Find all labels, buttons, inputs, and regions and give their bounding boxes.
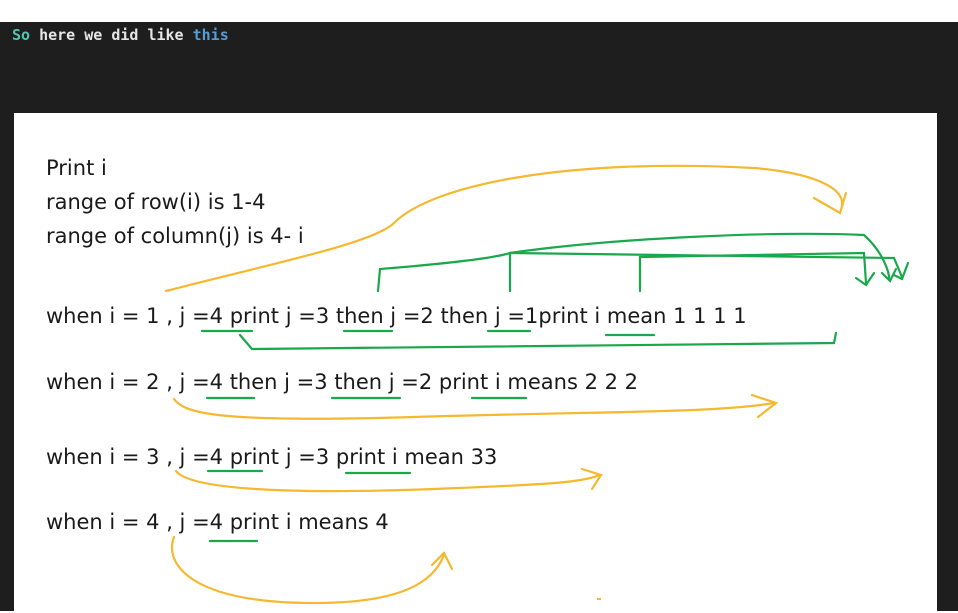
line-when-i-4: when i = 4 , j =4 print i means 4 [46, 510, 389, 534]
line-range-column: range of column(j) is 4- i [46, 224, 304, 248]
line-when-i-3: when i = 3 , j =4 print j =3 print i mea… [46, 445, 497, 469]
line-print-i: Print i [46, 156, 107, 180]
arrow-row1-yellow [164, 164, 844, 293]
arrow-row2-yellow-head [750, 393, 779, 419]
arrow-row1-yellow-head [812, 191, 848, 215]
arrow-row3-yellow-head [580, 467, 603, 491]
handwritten-explanation-image: Print i range of row(i) is 1-4 range of … [14, 113, 937, 613]
line-when-i-1: when i = 1 , j =4 print j =3 then j =2 t… [46, 304, 747, 328]
keyword-so: So [12, 26, 31, 44]
arrow-j1-row1 [638, 251, 868, 293]
code-text: here we did like [30, 26, 193, 44]
code-comment-line: So here we did like this [12, 26, 229, 44]
arrow-row2-yellow [172, 397, 776, 420]
arrow-green-head-3 [892, 261, 910, 281]
arrow-j2-row1 [508, 232, 891, 293]
yellow-arrows [164, 164, 848, 605]
arrow-green-head-2 [880, 267, 898, 283]
green-arrows [200, 232, 910, 543]
handwritten-drawing: Print i range of row(i) is 1-4 range of … [46, 156, 910, 605]
line-when-i-2: when i = 2 , j =4 then j =3 then j =2 pr… [46, 370, 638, 394]
arrow-row4-yellow [170, 535, 446, 605]
line-range-row: range of row(i) is 1-4 [46, 190, 266, 214]
keyword-this: this [192, 26, 229, 44]
arrow-row4-yellow-head [430, 551, 454, 571]
arrow-green-head-1 [854, 271, 876, 287]
arrow-row3-yellow [174, 469, 601, 493]
code-panel: So here we did like this Print i range o… [0, 22, 958, 613]
arrow-j4-row1 [238, 331, 838, 351]
